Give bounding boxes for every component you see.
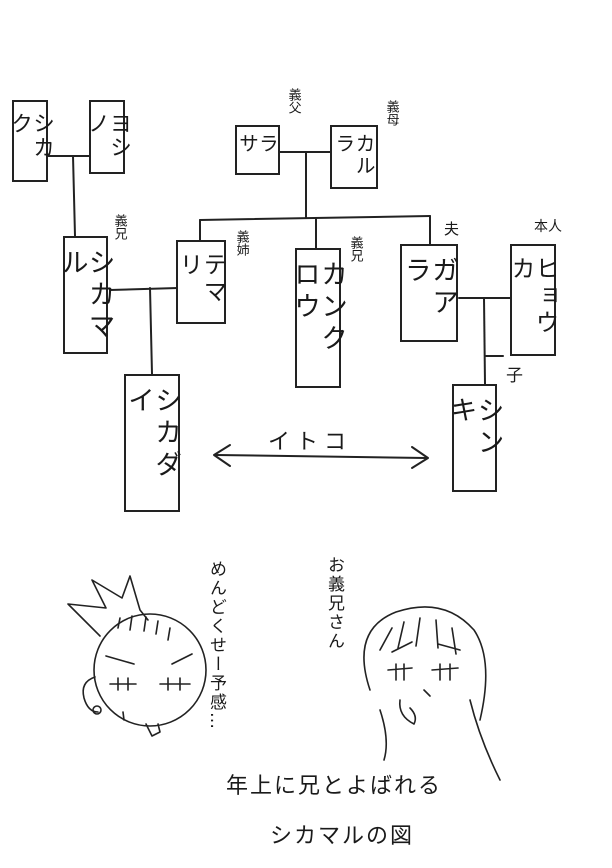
person-box-shikaku: シカク <box>7 100 54 182</box>
shikadai-speech: めんどくせー予感… <box>206 560 226 731</box>
person-name-shikaku: シカク <box>7 112 54 160</box>
bottom-caption-line-1: 年上に兄とよばれる <box>226 774 443 799</box>
kankuro-caption: お義兄さん <box>324 556 344 651</box>
person-box-shinki: シンキ <box>446 384 504 492</box>
person-name-rasa: ラサ <box>235 133 280 155</box>
label-child: 子 <box>506 366 523 386</box>
kankuro-sketch <box>363 606 501 781</box>
person-box-shikadai: シカダイ <box>123 374 181 512</box>
connector-to-shinki <box>483 297 486 385</box>
label-adoptive-mother: 義母 <box>383 100 399 126</box>
person-box-yoshino: ヨシノ <box>84 100 131 174</box>
label-elder-sister-in-law: 義姉 <box>233 230 249 256</box>
connector-shikamaru-temari <box>109 287 179 291</box>
person-box-karura: カルラ <box>330 125 378 189</box>
person-box-kankuro: カンクロウ <box>289 248 347 388</box>
person-name-karura: カルラ <box>332 133 376 177</box>
label-elder-brother-in-law-1: 義兄 <box>111 214 127 240</box>
person-box-rasa: ラサ <box>235 125 280 175</box>
person-box-gaara: ガアラ <box>400 244 458 342</box>
connector-to-shikadai <box>149 287 153 375</box>
person-name-hyouka: ヒョウカ <box>507 256 559 337</box>
cousin-arrow-left-head <box>213 444 231 467</box>
person-box-shikamaru: シカマル <box>57 236 115 354</box>
shikadai-sketch <box>67 575 207 737</box>
label-husband: 夫 <box>444 220 460 238</box>
person-name-gaara: ガアラ <box>400 256 458 320</box>
person-name-kankuro: カンクロウ <box>289 260 347 356</box>
person-name-yoshino: ヨシノ <box>84 112 131 160</box>
cousin-label: イトコ <box>268 430 353 455</box>
person-box-hyouka: ヒョウカ <box>507 244 559 356</box>
bottom-caption-line-2: シカマルの図 <box>270 824 415 849</box>
person-name-shikadai: シカダイ <box>123 386 181 482</box>
person-name-temari: テマリ <box>175 252 227 306</box>
person-name-shikamaru: シカマル <box>56 248 115 344</box>
person-name-shinki: シンキ <box>445 396 504 460</box>
cousin-arrow-shaft <box>215 454 427 459</box>
label-elder-brother-in-law-2: 義兄 <box>347 236 363 262</box>
person-box-temari: テマリ <box>175 240 227 324</box>
label-self: 本人 <box>534 219 562 235</box>
cousin-arrow-right-head <box>411 446 429 469</box>
label-adoptive-father: 義父 <box>285 88 301 114</box>
connector-to-shikamaru <box>72 155 76 237</box>
